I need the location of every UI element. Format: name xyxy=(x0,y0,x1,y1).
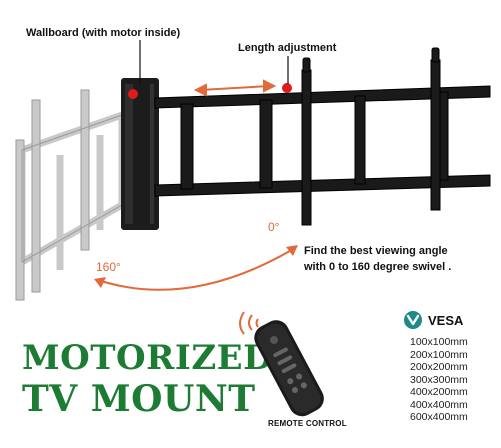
title-line1: MOTORIZED xyxy=(22,338,274,378)
vesa-size-item: 200x200mm xyxy=(410,361,468,373)
vesa-size-item: 400x200mm xyxy=(410,386,468,398)
angle-end-label: 160° xyxy=(96,260,121,274)
tv-mount-frame xyxy=(154,47,491,226)
vesa-size-item: 300x300mm xyxy=(410,373,468,386)
swivel-arc-arrow xyxy=(94,245,298,291)
length-indicator-light xyxy=(282,83,292,93)
vesa-size-item: 600x400mm xyxy=(410,411,468,423)
vesa-size-item: 400x400mm xyxy=(410,398,468,411)
remote-control-image xyxy=(239,311,324,417)
signal-waves-icon xyxy=(239,311,259,335)
vesa-size-item: 100x100mm xyxy=(410,336,468,348)
angle-start-label: 0° xyxy=(268,220,280,234)
title-line2: TV MOUNT xyxy=(22,378,256,420)
remote-control-caption: REMOTE CONTROL xyxy=(268,419,347,428)
vesa-logo-icon xyxy=(404,311,422,329)
vesa-size-item: 200x100mm xyxy=(410,348,468,361)
wallboard-motor xyxy=(121,78,159,230)
length-adjustment-callout: Length adjustment xyxy=(238,42,337,54)
swivel-note: Find the best viewing angle with 0 to 16… xyxy=(304,243,451,275)
length-arrow xyxy=(193,79,277,97)
swivel-note-line1: Find the best viewing angle xyxy=(304,245,448,257)
motor-indicator-light xyxy=(128,89,138,99)
wallboard-callout: Wallboard (with motor inside) xyxy=(26,27,181,39)
vesa-size-list: 100x100mm 200x100mm 200x200mm 300x300mm … xyxy=(410,336,468,424)
swivel-note-line2: with 0 to 160 degree swivel . xyxy=(304,261,452,273)
vesa-label: VESA xyxy=(428,313,464,328)
